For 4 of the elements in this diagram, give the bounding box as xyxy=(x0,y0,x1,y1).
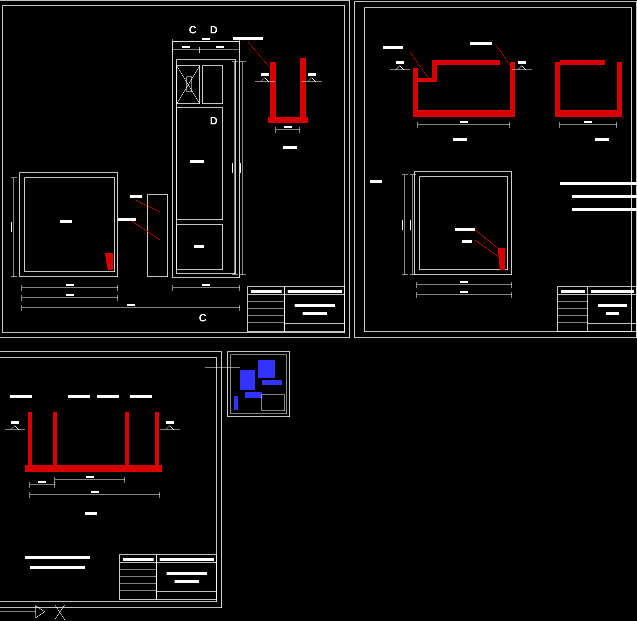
section-mark-label: D xyxy=(210,117,218,125)
section-mark-label: D xyxy=(210,26,218,34)
section-mark-label: C xyxy=(190,26,197,34)
section-mark-label: C xyxy=(200,314,207,322)
